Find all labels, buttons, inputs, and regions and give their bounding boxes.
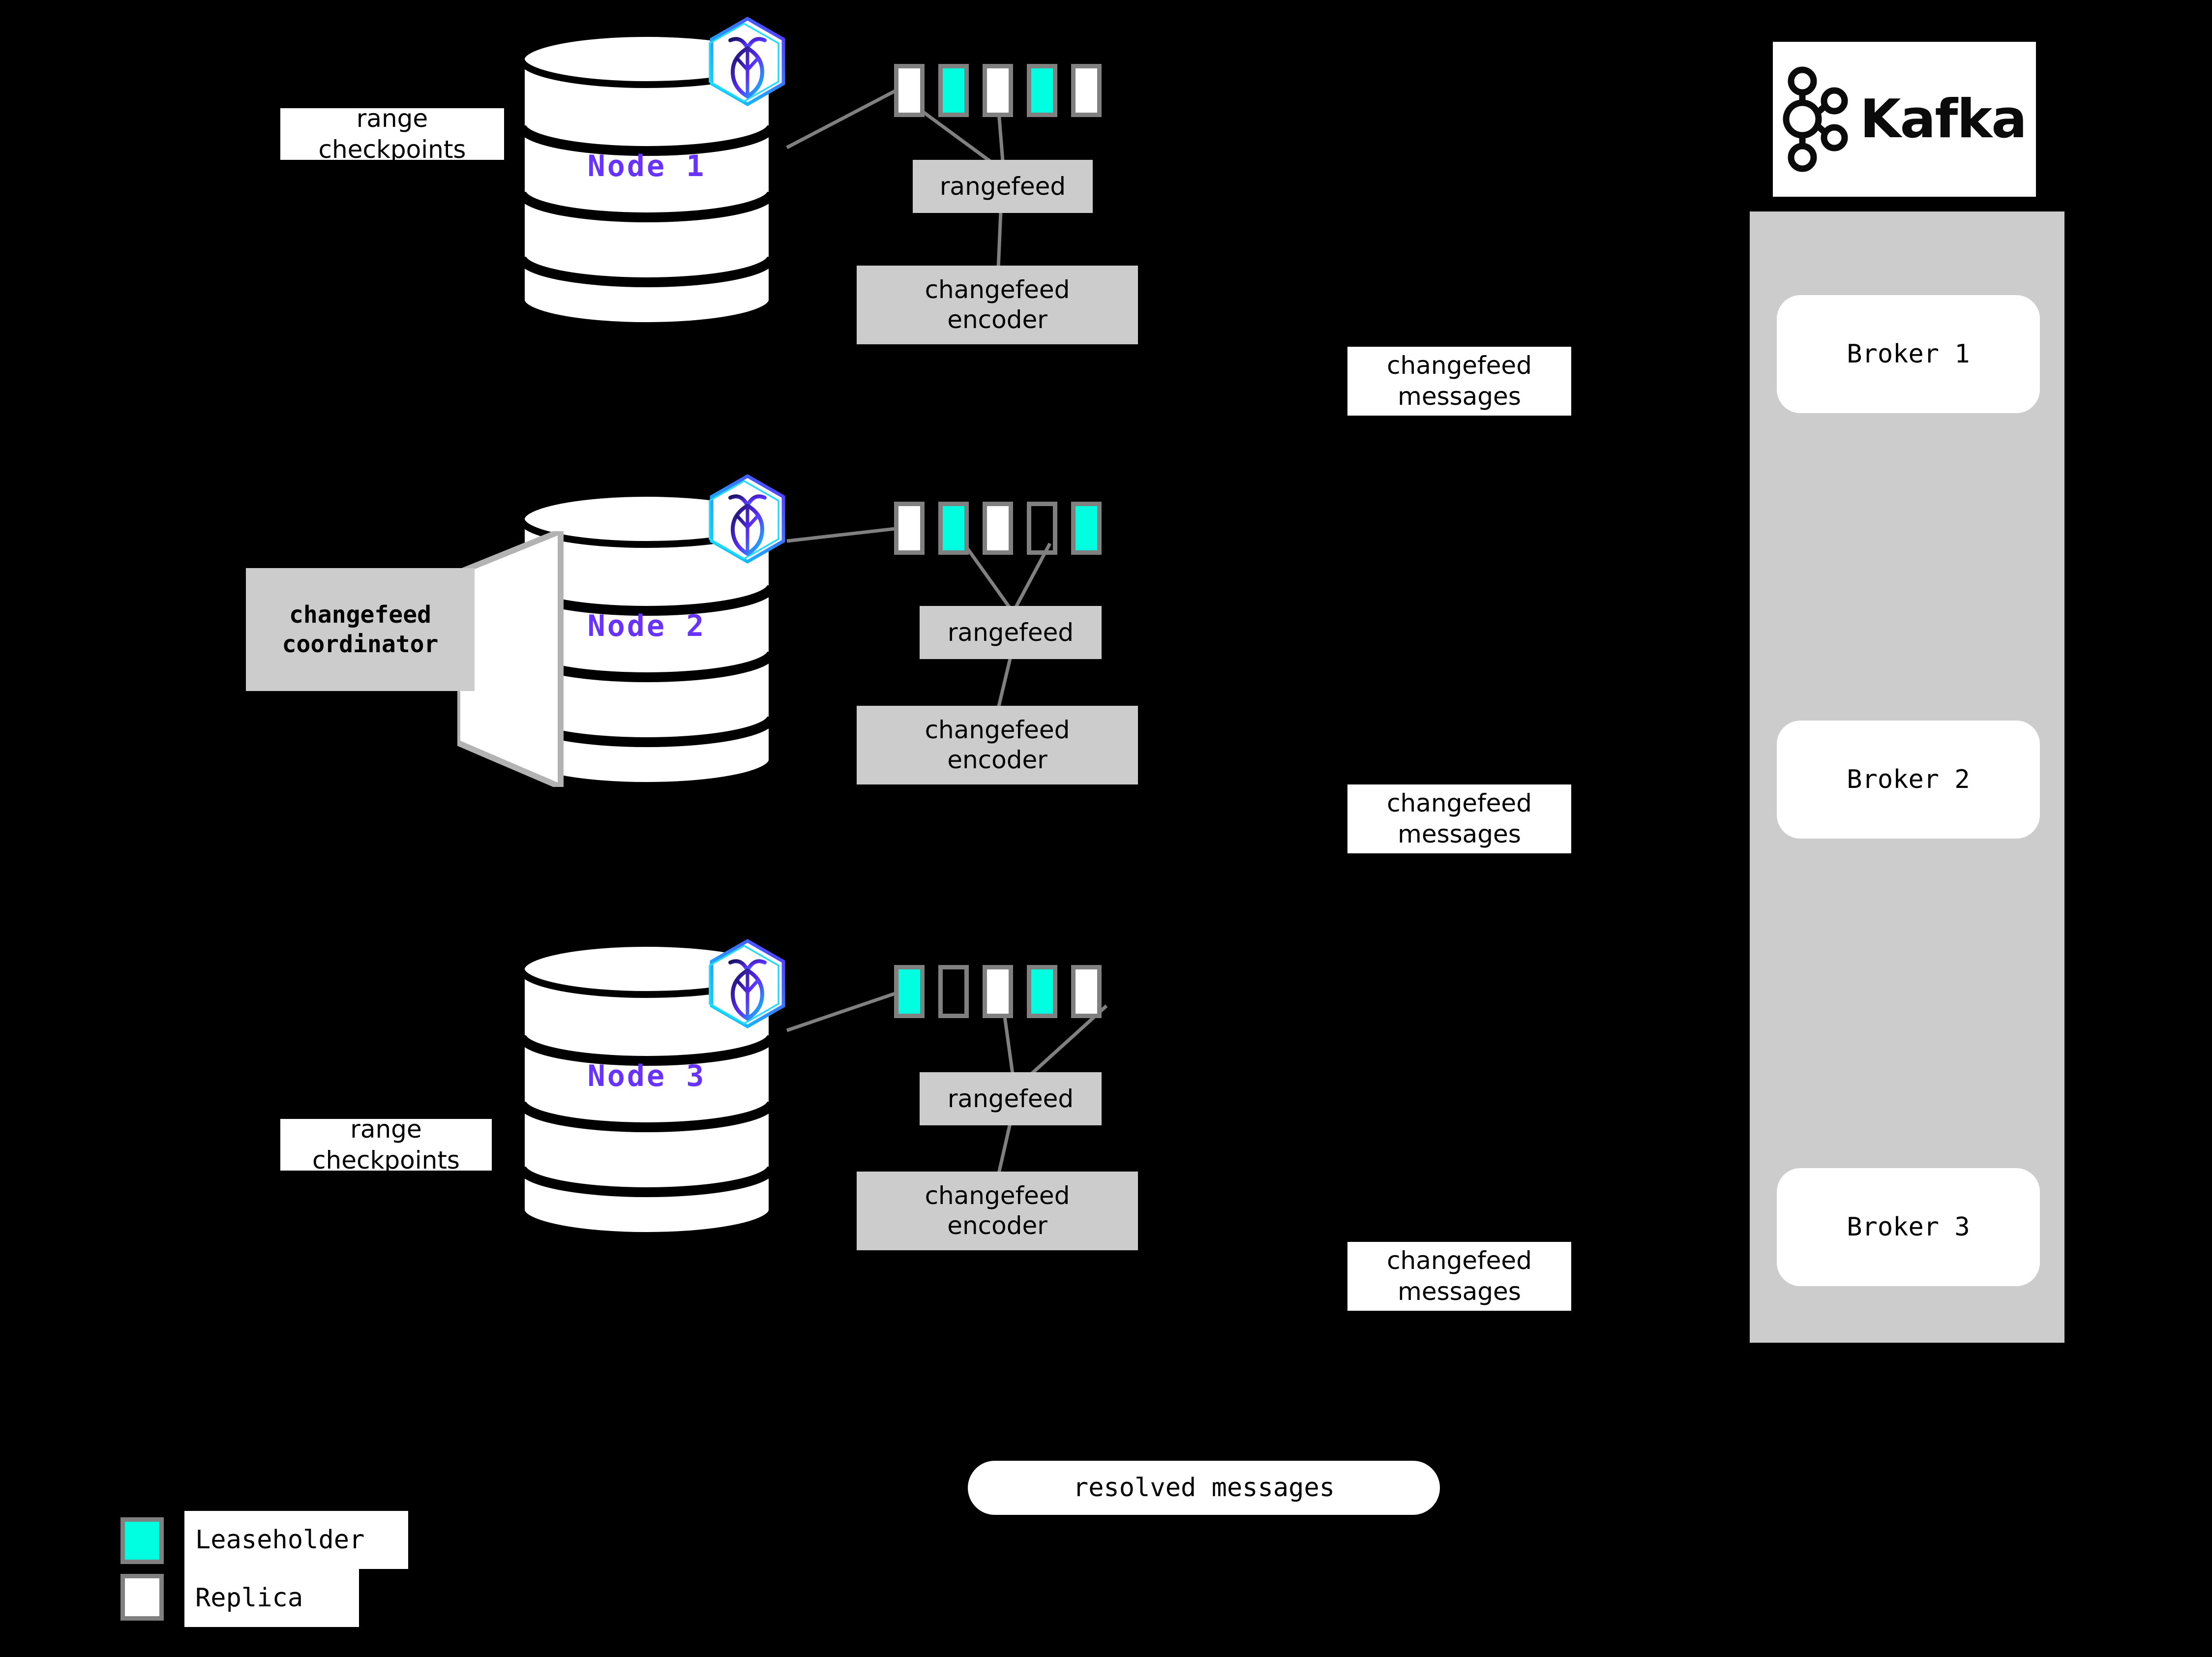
range-replica[interactable] xyxy=(983,965,1013,1018)
range-replica[interactable] xyxy=(894,502,925,555)
range-leaseholder[interactable] xyxy=(1027,965,1057,1018)
node-2-rangefeed-box[interactable]: rangefeed xyxy=(920,606,1102,659)
range-leaseholder[interactable] xyxy=(938,502,969,555)
node-3-rangefeed-box[interactable]: rangefeed xyxy=(920,1072,1102,1125)
range-leaseholder[interactable] xyxy=(938,64,969,117)
kafka-logo-icon xyxy=(1783,66,1848,172)
node-1-rangefeed-box[interactable]: rangefeed xyxy=(913,160,1093,213)
incoming-arrowhead xyxy=(2092,333,2107,350)
range-replica[interactable] xyxy=(983,502,1013,555)
range-replica[interactable] xyxy=(1071,64,1102,117)
broker-3-box[interactable]: Broker 3 xyxy=(1777,1168,2040,1286)
legend-swatch-replica xyxy=(120,1574,164,1621)
coordinator-connector-wedge xyxy=(457,531,564,787)
range-leaseholder[interactable] xyxy=(1027,64,1057,117)
range-leaseholder[interactable] xyxy=(1071,502,1102,555)
resolved-messages-pill: resolved messages xyxy=(968,1461,1440,1515)
node-3-cylinder: Node 3 xyxy=(516,939,777,1239)
changefeed-messages-label-2: changefeed messages xyxy=(1347,784,1571,853)
node-2-changefeed-encoder-box[interactable]: changefeed encoder xyxy=(857,706,1138,784)
range-empty[interactable] xyxy=(1027,502,1057,555)
changefeed-messages-label-1: changefeed messages xyxy=(1347,347,1571,416)
kafka-logo-box: Kafka xyxy=(1773,42,2036,197)
node-1-changefeed-encoder-box[interactable]: changefeed encoder xyxy=(857,266,1138,344)
node-2-range-strip xyxy=(894,502,1102,555)
legend-label-leaseholder: Leaseholder xyxy=(184,1511,408,1569)
cockroachdb-hex-icon xyxy=(706,15,789,108)
node-1-range-checkpoints-label: range checkpoints xyxy=(280,104,504,164)
broker-2-box[interactable]: Broker 2 xyxy=(1777,721,2040,839)
changefeed-coordinator-box[interactable]: changefeed coordinator xyxy=(246,568,475,691)
node-3-range-checkpoints-label: range checkpoints xyxy=(280,1115,492,1175)
node-1-range-strip xyxy=(894,64,1102,117)
range-replica[interactable] xyxy=(983,64,1013,117)
changefeed-messages-label-3: changefeed messages xyxy=(1347,1242,1571,1311)
range-replica[interactable] xyxy=(894,64,925,117)
cockroachdb-hex-icon xyxy=(706,937,789,1030)
broker-1-box[interactable]: Broker 1 xyxy=(1777,295,2040,413)
range-leaseholder[interactable] xyxy=(894,965,925,1018)
range-empty[interactable] xyxy=(938,965,969,1018)
cockroachdb-hex-icon xyxy=(706,472,789,566)
legend-swatch-leaseholder xyxy=(120,1517,164,1564)
node-3-changefeed-encoder-box[interactable]: changefeed encoder xyxy=(857,1172,1138,1250)
range-replica[interactable] xyxy=(1071,965,1102,1018)
legend-label-replica: Replica xyxy=(184,1569,359,1627)
kafka-wordmark: Kafka xyxy=(1859,89,2027,150)
node-3-range-strip xyxy=(894,965,1102,1018)
